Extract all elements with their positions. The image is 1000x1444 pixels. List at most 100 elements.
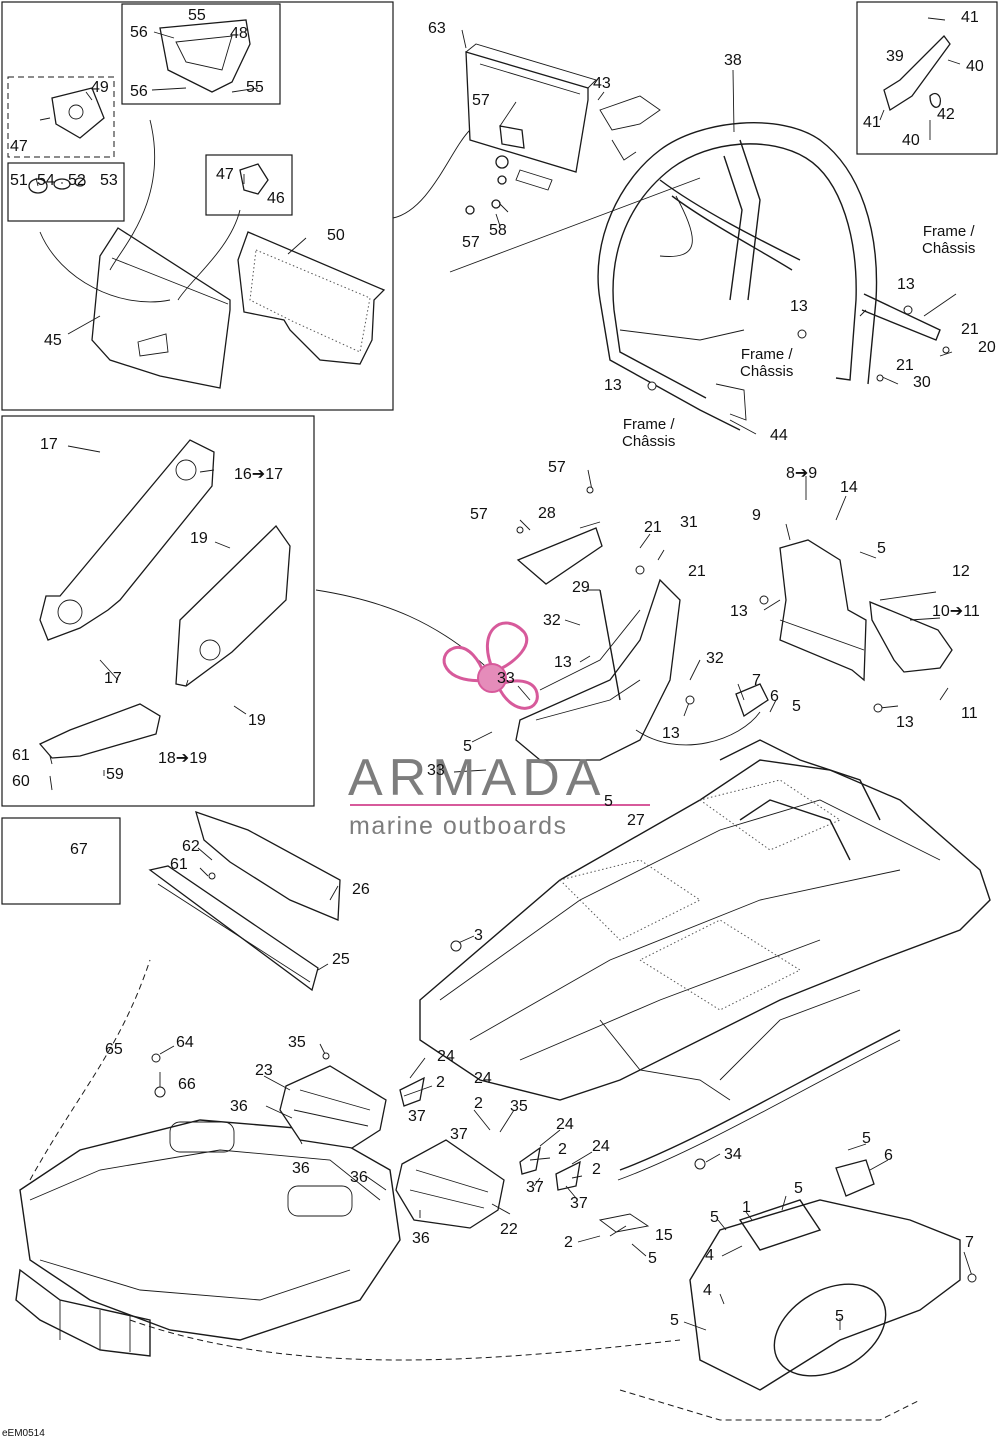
part-22-heat-shield — [395, 1139, 505, 1229]
part-cover-plate — [465, 51, 589, 173]
inset-subbox-46 — [205, 154, 293, 216]
callout: 21 — [688, 563, 706, 580]
callout: 5 — [794, 1180, 803, 1197]
callout: 56 — [130, 83, 148, 100]
callout: 35 — [510, 1098, 528, 1115]
callout: 37 — [450, 1126, 468, 1143]
part-9-bracket — [779, 539, 867, 682]
callout: 67 — [70, 841, 88, 858]
callout: 40 — [902, 132, 920, 149]
callout: 17 — [40, 436, 58, 453]
callout: 45 — [44, 332, 62, 349]
callout: 35 — [288, 1034, 306, 1051]
callout: 57 — [462, 234, 480, 251]
frame-label: Frame / Châssis — [740, 346, 793, 380]
callout: 57 — [472, 92, 490, 109]
callout: 27 — [627, 812, 645, 829]
muffler — [689, 1199, 961, 1391]
callout: 2 — [558, 1141, 567, 1158]
part-50-insulation — [237, 231, 386, 365]
callout: 54 — [37, 172, 55, 189]
main-chassis — [419, 759, 991, 1101]
frame-label-text: Frame / Châssis — [740, 346, 794, 380]
part-39-link — [883, 35, 951, 112]
inset-subbox-51-54 — [7, 162, 125, 222]
callout: 21 — [961, 321, 979, 338]
callout: 57 — [470, 506, 488, 523]
part-23-heat-shield — [279, 1065, 387, 1149]
callout: 57 — [548, 459, 566, 476]
inset-subbox-49 — [7, 76, 115, 158]
callout: 1 — [742, 1199, 751, 1216]
callout: 61 — [12, 747, 30, 764]
callout: 48 — [230, 25, 248, 42]
callout: 5 — [877, 540, 886, 557]
callout: 41 — [863, 114, 881, 131]
callout: 4 — [703, 1282, 712, 1299]
callout: 40 — [966, 58, 984, 75]
part-45-heat-shield — [91, 227, 231, 389]
callout: 5 — [862, 1130, 871, 1147]
callout: 7 — [752, 672, 761, 689]
part-11-channel — [869, 600, 953, 673]
callout: 55 — [188, 7, 206, 24]
callout: 42 — [937, 106, 955, 123]
callout: 28 — [538, 505, 556, 522]
callout: 21 — [644, 519, 662, 536]
part-49-bracket — [51, 87, 105, 139]
inset-box-heat-shield — [1, 1, 394, 411]
callout: 2 — [436, 1074, 445, 1091]
part-38-roll-cage — [597, 122, 878, 301]
callout: 18➔19 — [158, 750, 207, 767]
callout: 13 — [897, 276, 915, 293]
callout: 53 — [100, 172, 118, 189]
part-17-side-panel — [39, 439, 215, 641]
callout: 63 — [428, 20, 446, 37]
callout: 36 — [350, 1169, 368, 1186]
callout: 6 — [770, 688, 779, 705]
callout: 11 — [961, 705, 978, 722]
part-28-plate — [516, 527, 603, 585]
callout: 25 — [332, 951, 350, 968]
callout: 47 — [216, 166, 234, 183]
callout: 32 — [706, 650, 724, 667]
callout: 58 — [489, 222, 507, 239]
part-upper-frame — [515, 578, 681, 761]
callout: 14 — [840, 479, 858, 496]
inset-box-side-panels — [1, 415, 315, 807]
callout: 36 — [292, 1160, 310, 1177]
callout: 2 — [592, 1161, 601, 1178]
watermark-name: ARMADA — [348, 749, 607, 807]
callout: 15 — [655, 1227, 673, 1244]
watermark-tagline: marine outboards — [349, 812, 568, 840]
callout: 2 — [564, 1234, 573, 1251]
callout: 5 — [648, 1250, 657, 1267]
callout: 24 — [437, 1048, 455, 1065]
callout: 41 — [961, 9, 979, 26]
callout: 24 — [556, 1116, 574, 1133]
callout: 5 — [670, 1312, 679, 1329]
frame-label: Frame / Châssis — [922, 223, 975, 257]
inset-box-39 — [856, 1, 998, 155]
callout: 47 — [10, 138, 28, 155]
callout: 13 — [896, 714, 914, 731]
callout: 29 — [572, 579, 590, 596]
callout: 19 — [190, 530, 208, 547]
rear-tunnel — [19, 1119, 401, 1341]
part-6-bracket — [735, 683, 769, 717]
callout: 13 — [554, 654, 572, 671]
callout: 52 — [68, 172, 86, 189]
propeller-icon — [442, 621, 539, 710]
callout: 33 — [427, 762, 445, 779]
part-15-clip — [598, 1213, 650, 1233]
callout: 21 — [896, 357, 914, 374]
callout: 8➔9 — [786, 465, 818, 482]
callout: 59 — [106, 766, 124, 783]
callout: 43 — [593, 75, 611, 92]
callout: 46 — [267, 190, 285, 207]
callout: 37 — [408, 1108, 426, 1125]
callout: 49 — [91, 79, 109, 96]
callout: 5 — [604, 793, 613, 810]
callout: 12 — [952, 563, 970, 580]
